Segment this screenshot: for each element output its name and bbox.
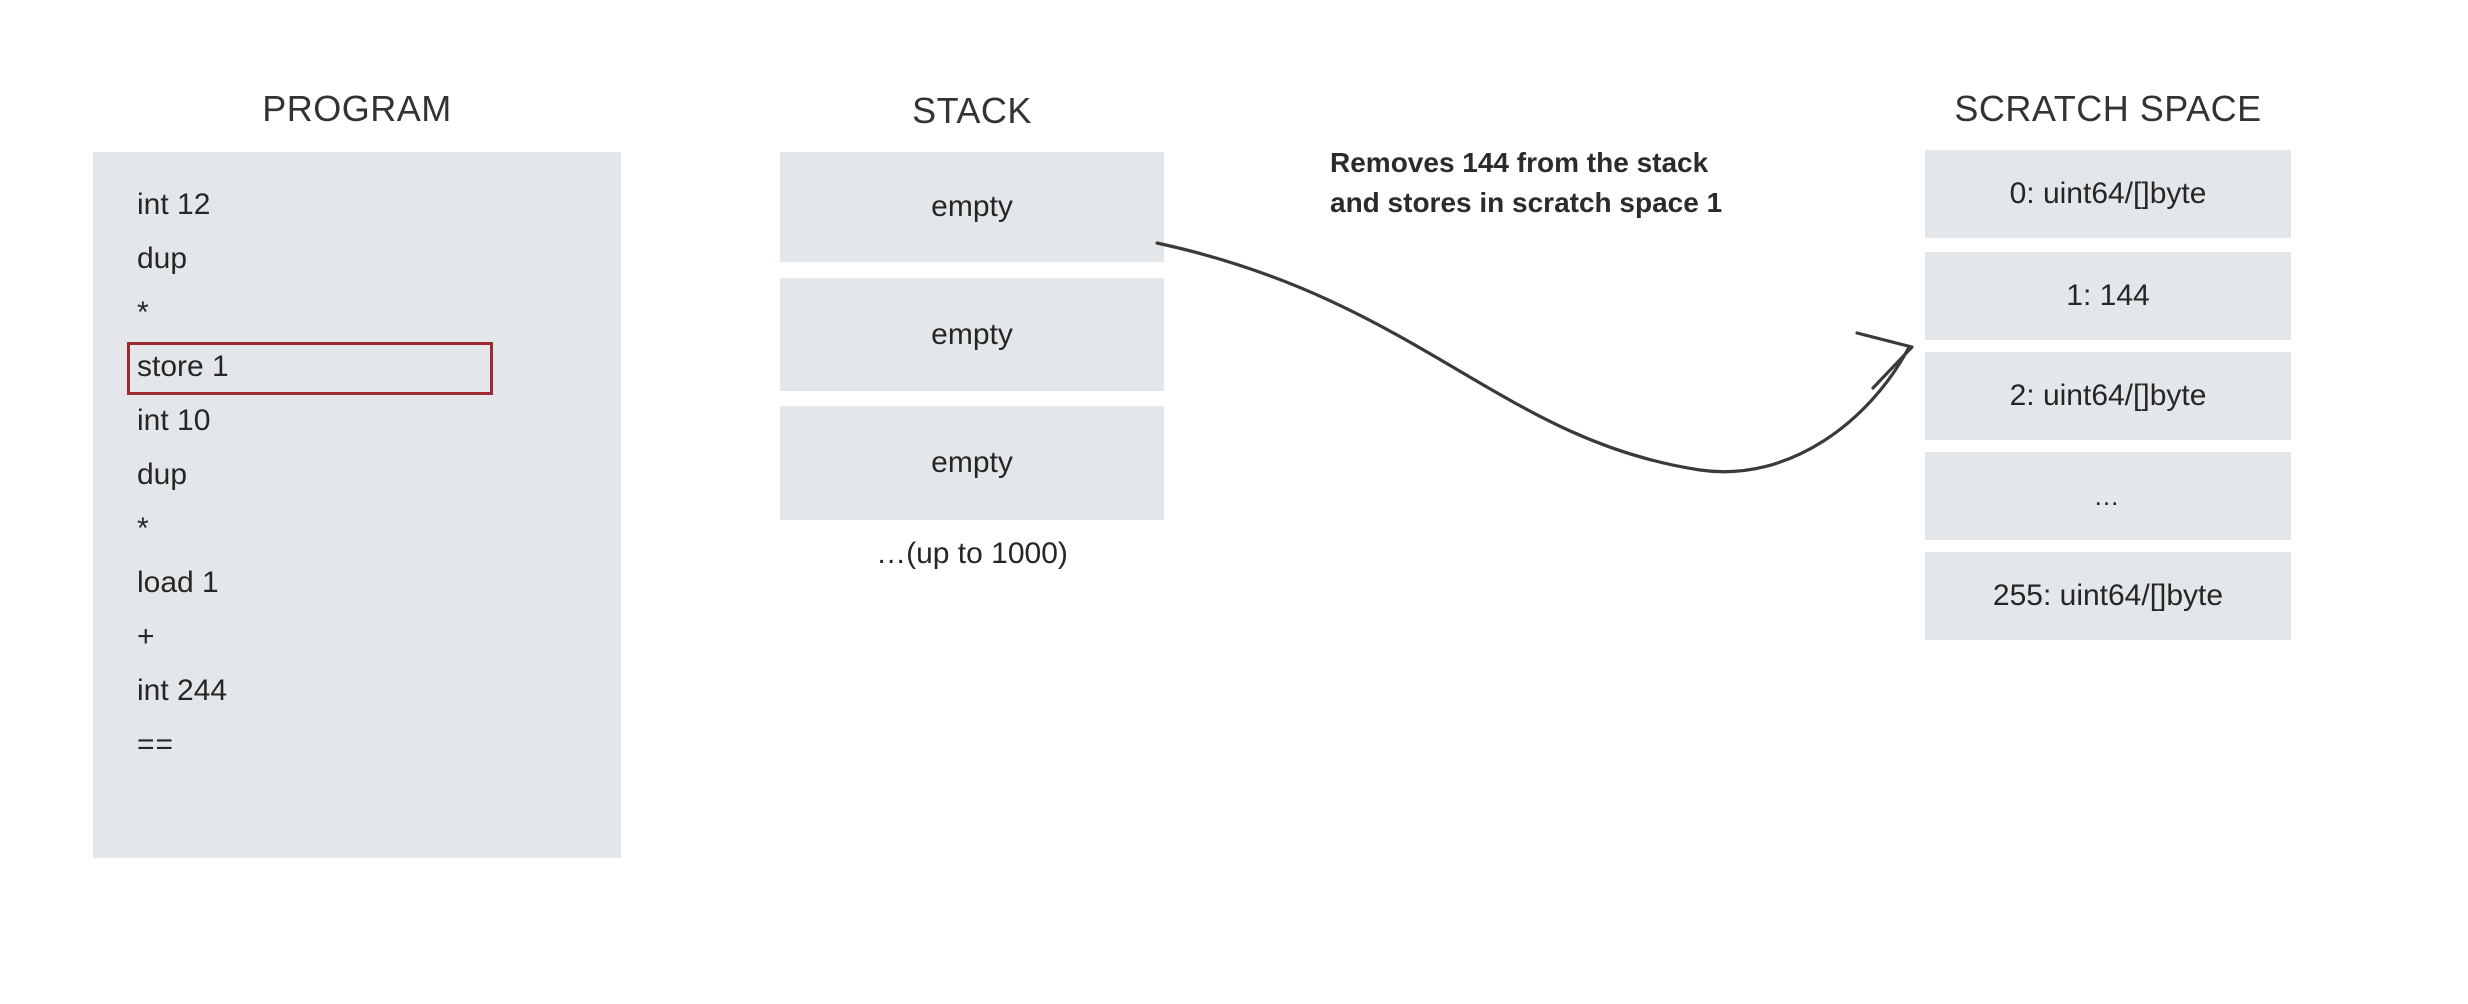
program-panel: int 12 dup * store 1 int 10 dup * load 1… xyxy=(93,152,621,858)
scratch-slot-255-value: 255: uint64/[]byte xyxy=(1992,579,2224,612)
annotation-line-2: and stores in scratch space 1 xyxy=(1330,186,1723,218)
stack-slot-2: empty xyxy=(780,406,1164,520)
scratch-slot-0: 0: uint64/[]byte xyxy=(1925,150,2291,238)
program-line-int-244: int 244 xyxy=(137,674,228,707)
stack-slot-0-value: empty xyxy=(931,190,1013,223)
program-column-title: PROGRAM xyxy=(262,88,452,129)
program-line-dup-1: dup xyxy=(137,242,188,275)
scratch-slot-1-value: 1: 144 xyxy=(2066,279,2150,312)
scratch-slot-0-value: 0: uint64/[]byte xyxy=(2009,177,2207,210)
program-line-mul-1: * xyxy=(137,296,150,329)
scratch-slot-ellipsis-value: … xyxy=(2093,480,2123,511)
program-line-plus: + xyxy=(137,620,156,653)
scratch-slot-ellipsis: … xyxy=(1925,452,2291,540)
scratch-slot-2: 2: uint64/[]byte xyxy=(1925,352,2291,440)
scratch-slot-1: 1: 144 xyxy=(1925,252,2291,340)
annotation-line-1: Removes 144 from the stack xyxy=(1330,147,1709,178)
stack-slot-2-value: empty xyxy=(931,446,1013,479)
program-line-int-10: int 10 xyxy=(137,404,211,437)
stack-slot-0: empty xyxy=(780,152,1164,262)
scratch-column-title: SCRATCH SPACE xyxy=(1954,88,2262,129)
scratch-slot-255: 255: uint64/[]byte xyxy=(1925,552,2291,640)
active-instruction-highlight xyxy=(127,342,493,395)
arrow-curve xyxy=(1155,241,1910,474)
scratch-slot-2-value: 2: uint64/[]byte xyxy=(2009,379,2207,412)
arrow-head-icon xyxy=(1855,331,1914,390)
program-line-equals: == xyxy=(137,728,175,761)
program-line-store-1: store 1 xyxy=(137,350,229,383)
annotation-text: Removes 144 from the stack and stores in… xyxy=(1330,143,1780,223)
stack-slot-1: empty xyxy=(780,278,1164,391)
stack-capacity-note: …(up to 1000) xyxy=(876,537,1068,570)
program-line-dup-2: dup xyxy=(137,458,188,491)
program-line-load-1: load 1 xyxy=(137,566,219,599)
program-instruction-list: int 12 dup * store 1 int 10 dup * load 1… xyxy=(93,152,621,858)
stack-column-title: STACK xyxy=(912,90,1032,131)
program-line-mul-2: * xyxy=(137,512,150,545)
stack-slot-1-value: empty xyxy=(931,317,1013,351)
program-line-int-12: int 12 xyxy=(137,188,211,221)
